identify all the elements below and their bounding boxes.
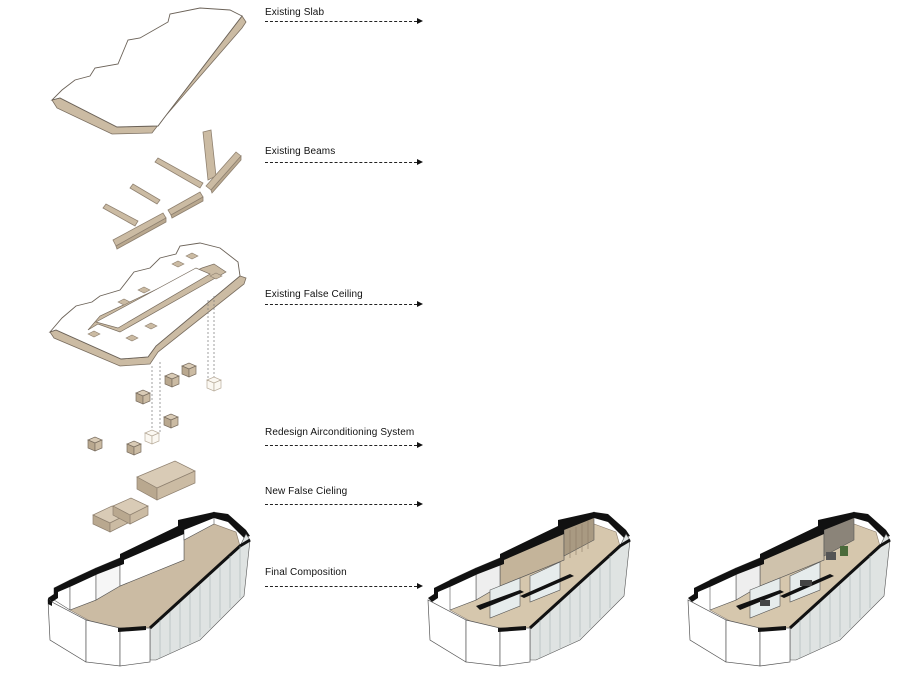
arrow-existing-beams (265, 159, 423, 166)
aircon-box (164, 372, 180, 388)
existing-false-ceiling-layer (48, 242, 247, 367)
aircon-dropper-lines (151, 296, 215, 432)
final-composition-render-2 (687, 511, 891, 667)
final-composition-render-1 (427, 511, 631, 667)
aircon-box (163, 413, 179, 429)
arrow-redesign-airconditioning (265, 442, 423, 449)
final-composition-model (47, 511, 251, 667)
arrow-existing-false-ceiling (265, 301, 423, 308)
aircon-box-ghost (206, 376, 222, 392)
arrow-final-composition (265, 583, 423, 590)
existing-slab-layer (50, 7, 247, 135)
aircon-box (87, 436, 103, 452)
aircon-box (181, 362, 197, 378)
aircon-box (126, 440, 142, 456)
aircon-box (135, 389, 151, 405)
label-new-false-ceiling: New False Cieling (265, 486, 348, 497)
label-redesign-airconditioning: Redesign Airconditioning System (265, 427, 415, 438)
existing-beams-layer (102, 129, 242, 250)
aircon-units (87, 362, 222, 456)
label-final-composition: Final Composition (265, 567, 347, 578)
label-existing-false-ceiling: Existing False Ceiling (265, 289, 363, 300)
arrow-new-false-ceiling (265, 501, 423, 508)
label-existing-slab: Existing Slab (265, 7, 325, 18)
new-false-ceiling-layer (92, 460, 196, 533)
label-existing-beams: Existing Beams (265, 146, 336, 157)
aircon-box-ghost (144, 429, 160, 445)
arrow-existing-slab (265, 18, 423, 25)
